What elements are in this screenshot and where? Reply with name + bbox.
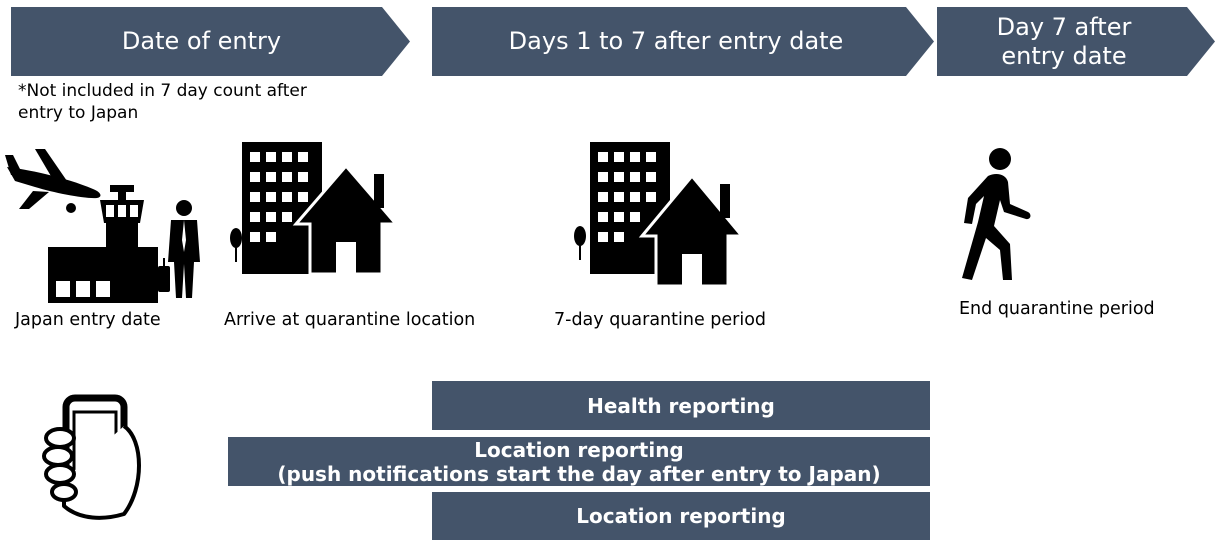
header-days-1-to-7: Days 1 to 7 after entry date <box>432 7 934 76</box>
quarantine-period-label: 7-day quarantine period <box>554 310 767 330</box>
japan-entry-date-label: Japan entry date <box>15 310 161 330</box>
location-reporting-push-line2: (push notifications start the day after … <box>277 461 881 486</box>
header-days-1-to-7-label: Days 1 to 7 after entry date <box>508 27 844 56</box>
airplane-icon <box>5 149 101 213</box>
header-date-of-entry: Date of entry <box>11 7 410 76</box>
walking-person-icon <box>962 148 1031 280</box>
header-day-7-after: Day 7 after entry date <box>937 7 1215 76</box>
location-reporting-label: Location reporting <box>576 504 786 528</box>
health-reporting-label: Health reporting <box>587 393 775 418</box>
location-reporting-bar: Location reporting <box>432 492 930 540</box>
arrive-at-location-label: Arrive at quarantine location <box>224 310 476 330</box>
header-day-7-line2: entry date <box>1001 41 1127 70</box>
note-line2: entry to Japan <box>18 103 139 123</box>
location-reporting-push-line1: Location reporting <box>474 437 684 462</box>
tree-icon <box>574 226 586 260</box>
tree-icon <box>230 228 242 262</box>
header-day-7-line1: Day 7 after <box>996 12 1132 41</box>
control-tower-icon <box>48 185 158 303</box>
house-icon <box>292 163 400 276</box>
location-reporting-push-bar: Location reporting (push notifications s… <box>228 437 930 486</box>
house-icon <box>638 173 746 288</box>
health-reporting-bar: Health reporting <box>432 381 930 430</box>
entry-day-note: *Not included in 7 day count after entry… <box>18 80 338 124</box>
traveler-icon <box>158 200 200 298</box>
end-quarantine-label: End quarantine period <box>959 299 1155 319</box>
header-date-of-entry-label: Date of entry <box>121 27 282 56</box>
note-line1: *Not included in 7 day count after <box>18 81 307 101</box>
smartphone-hand-icon <box>42 394 141 520</box>
